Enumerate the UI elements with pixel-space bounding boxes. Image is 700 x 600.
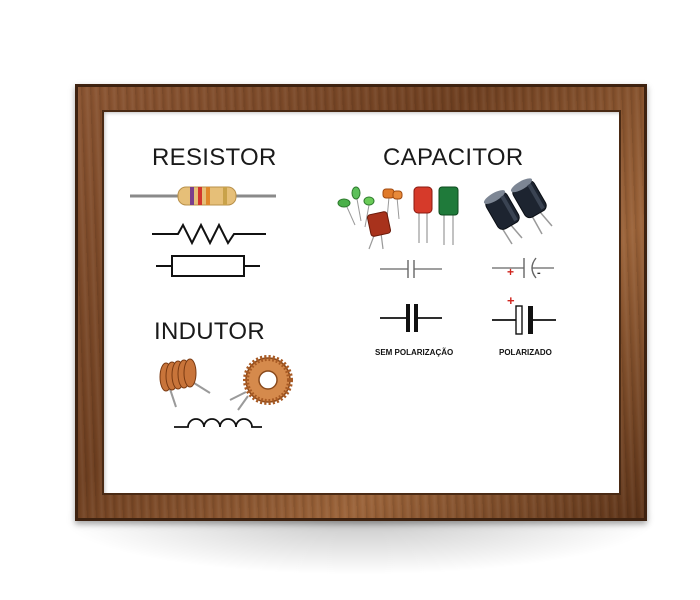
resistor-title: RESISTOR bbox=[152, 144, 277, 171]
capacitor-symbol-thin bbox=[380, 260, 442, 278]
non-polarized-capacitors-photo bbox=[337, 186, 459, 250]
plus-sign-1: + bbox=[507, 265, 515, 279]
resistor-zigzag-symbol bbox=[152, 222, 266, 246]
capacitor-title: CAPACITOR bbox=[383, 144, 524, 171]
polarized-capacitor-symbol bbox=[492, 305, 556, 335]
plus-sign-2: + bbox=[507, 293, 515, 308]
polarized-label: POLARIZADO bbox=[499, 348, 552, 357]
polarized-capacitor-symbol-curved bbox=[492, 257, 554, 279]
minus-sign: - bbox=[537, 267, 541, 279]
electrolytic-capacitors-photo bbox=[483, 178, 553, 245]
resistor-box-symbol bbox=[156, 255, 260, 277]
inductor-coil-photo bbox=[159, 358, 211, 408]
inductor-toroid-photo bbox=[229, 355, 293, 411]
resistor-photo bbox=[130, 186, 276, 206]
whiteboard bbox=[102, 110, 621, 495]
inductor-title: INDUTOR bbox=[154, 318, 265, 345]
inductor-symbol bbox=[174, 418, 262, 428]
non-polarized-label: SEM POLARIZAÇÃO bbox=[375, 348, 454, 357]
non-polarized-capacitor-symbol bbox=[380, 304, 442, 332]
